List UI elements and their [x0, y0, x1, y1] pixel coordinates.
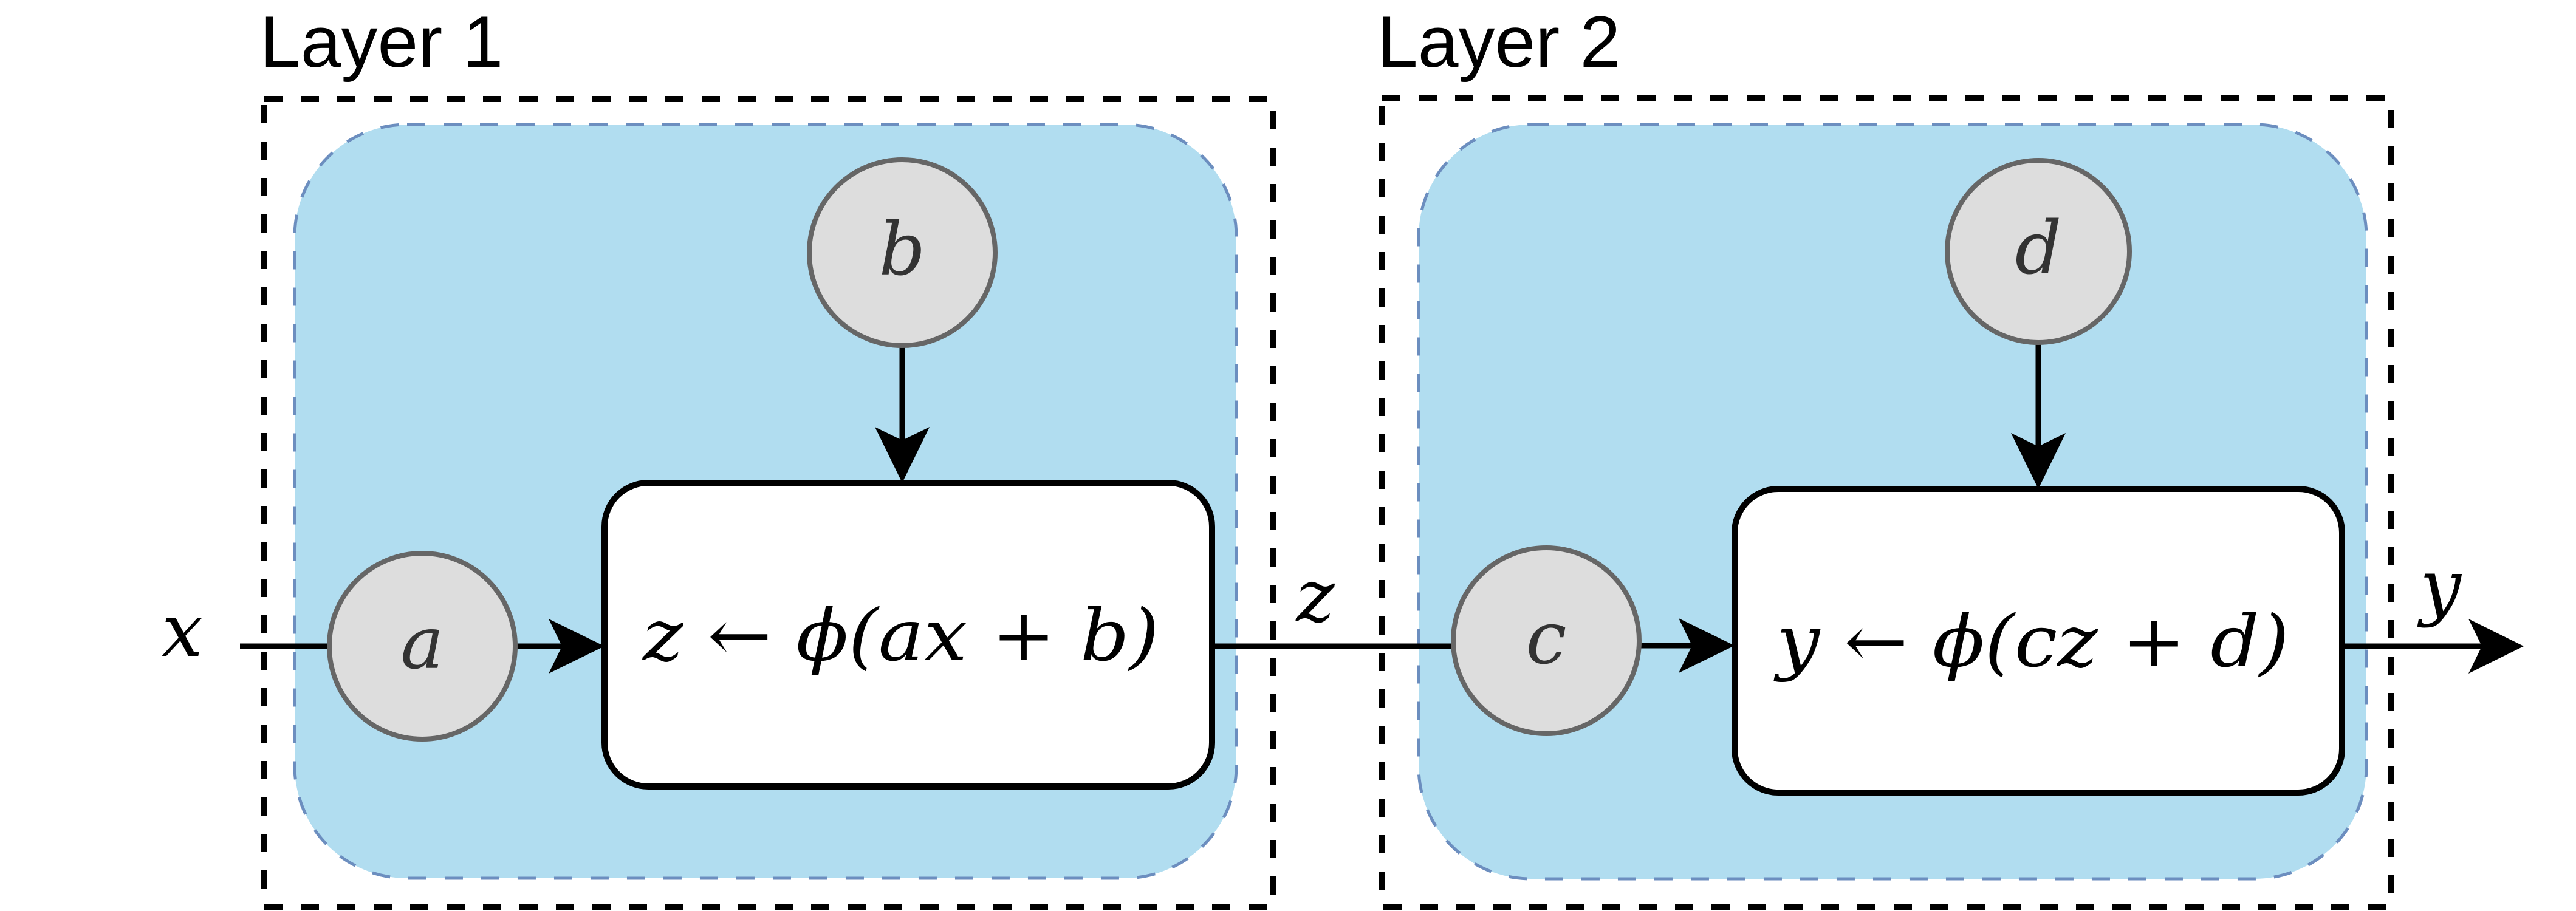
intermediate-label-z: z	[1295, 554, 1335, 639]
param-node-b: b	[807, 157, 998, 348]
function-box-2-formula: y ← ϕ(cz + d)	[1773, 599, 2289, 683]
output-label-y: y	[2417, 545, 2462, 629]
param-node-a-circle	[327, 551, 518, 742]
arrowhead-icon	[2468, 619, 2524, 674]
edges: x z y	[162, 343, 2524, 674]
function-box-1-formula: z ← ϕ(ax + b)	[642, 593, 1159, 677]
layer-1-title: Layer 1	[260, 1, 503, 83]
param-node-d-label: d	[2015, 206, 2062, 291]
arrowhead-icon	[549, 619, 605, 674]
param-node-d: d	[1945, 158, 2132, 345]
param-node-a: a	[327, 551, 518, 742]
input-label-x: x	[162, 589, 203, 674]
layer-2-title: Layer 2	[1377, 1, 1620, 83]
param-node-b-circle	[807, 157, 998, 348]
function-box-1-rect	[601, 480, 1215, 790]
param-node-d-circle	[1945, 158, 2132, 345]
param-node-c: c	[1451, 545, 1642, 736]
function-box-2-rect	[1732, 486, 2345, 796]
param-node-a-label: a	[400, 601, 444, 686]
arrowhead-icon	[875, 427, 930, 483]
function-box-2: y ← ϕ(cz + d)	[1732, 486, 2345, 796]
arrowhead-icon	[1679, 618, 1735, 673]
param-node-b-label: b	[879, 208, 926, 292]
param-node-c-circle	[1451, 545, 1642, 736]
function-box-1: z ← ϕ(ax + b)	[601, 480, 1215, 790]
arrowhead-icon	[2011, 433, 2066, 489]
param-node-c-label: c	[1526, 596, 1566, 681]
